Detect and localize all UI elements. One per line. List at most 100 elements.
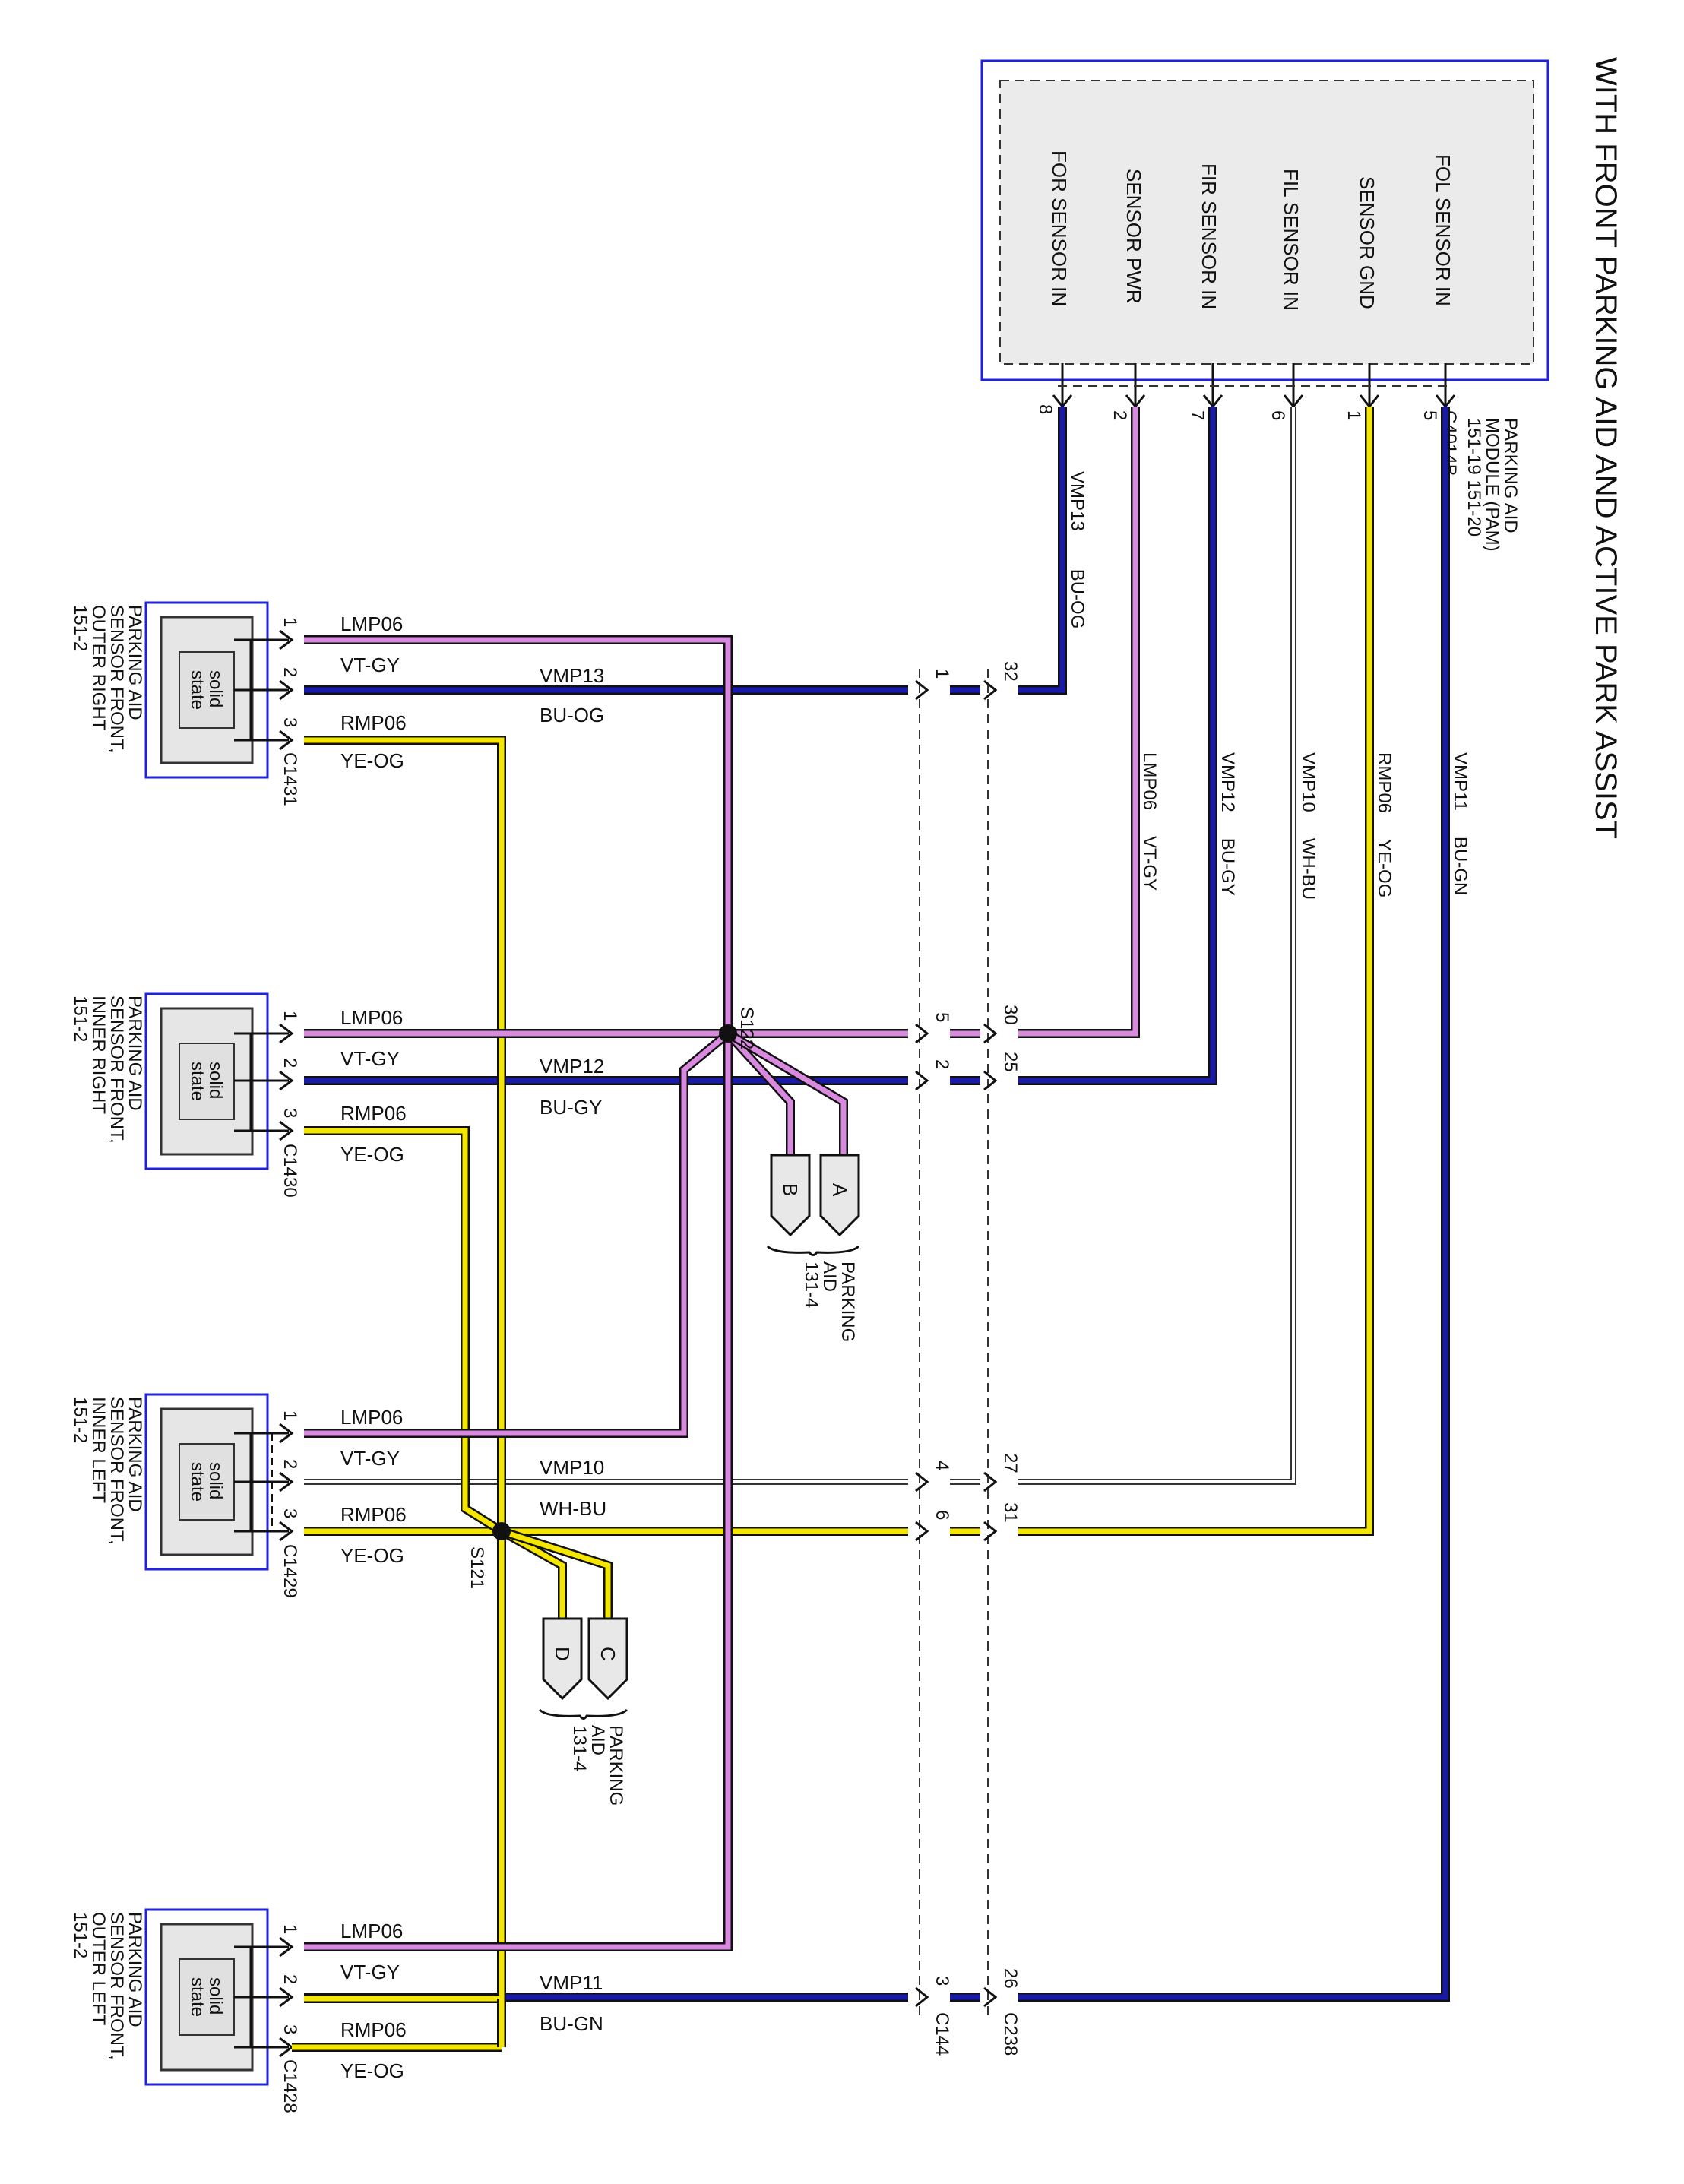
c144-pin-4: 4 xyxy=(932,1461,952,1470)
sensor-inner-left-name-3: INNER LEFT xyxy=(88,1397,109,1503)
reference-flag-d: D xyxy=(551,1647,574,1661)
sensor-outer-left-w2-color: BU-GN xyxy=(540,2012,603,2035)
c144-label: C144 xyxy=(932,2012,952,2056)
vwire-label-vmp10: VMP10WH-BU xyxy=(1298,752,1318,900)
sensor-inner-right-w3-circuit: RMP06 xyxy=(340,1102,407,1125)
reference-flag-c: C xyxy=(597,1647,619,1661)
diagram-title: WITH FRONT PARKING AID AND ACTIVE PARK A… xyxy=(1589,57,1622,839)
sensor-inner-right-w1-color: VT-GY xyxy=(340,1047,400,1070)
module-pin-1: 1 xyxy=(1344,410,1364,420)
sensor-outer-right-ss-1: solid xyxy=(205,670,226,707)
sensor-outer-right-w2-color: BU-OG xyxy=(540,704,604,726)
c144-pin-5: 5 xyxy=(932,1012,952,1022)
sensor-inner-right-name-2: SENSOR FRONT, xyxy=(106,995,127,1144)
sensor-inner-left-name-2: SENSOR FRONT, xyxy=(106,1397,127,1545)
sensor-inner-right-w1-circuit: LMP06 xyxy=(340,1006,403,1029)
sensor-inner-left-name-1: PARKING AID xyxy=(125,1397,145,1512)
sensor-inner-left-pin-1: 1 xyxy=(280,1410,300,1420)
sensor-inner-right-name-1: PARKING AID xyxy=(125,995,145,1111)
sensor-inner-left-pin-2: 2 xyxy=(280,1459,300,1469)
sensor-wire-stubs xyxy=(292,1999,506,2052)
wire-vmp10 xyxy=(304,407,1296,1485)
sensor-outer-right-name-3: OUTER RIGHT xyxy=(88,605,109,731)
reference-ab-line-3: 131-4 xyxy=(801,1261,821,1308)
module-name-line-3: 151-19 151-20 xyxy=(1464,418,1484,537)
sensor-outer-left-name-4: 151-2 xyxy=(70,1912,90,1958)
sensor-inner-right-name-3: INNER RIGHT xyxy=(88,995,109,1114)
sensor-outer-right-name-2: SENSOR FRONT, xyxy=(106,605,127,753)
sensor-outer-right xyxy=(144,601,294,779)
reference-cd-line-2: AID xyxy=(587,1725,608,1755)
module-pin-8: 8 xyxy=(1035,404,1056,414)
module-pin-label-pwr: SENSOR PWR xyxy=(1122,169,1145,304)
reference-flag-a: A xyxy=(828,1183,851,1197)
module-pin-label-for: FOR SENSOR IN xyxy=(1048,150,1071,306)
sensor-outer-left-ss-1: solid xyxy=(205,1977,226,2015)
sensor-outer-left xyxy=(144,1908,294,2086)
sensor-inner-right xyxy=(144,992,294,1170)
sensor-inner-left-w3-color: YE-OG xyxy=(340,1544,404,1567)
reference-flag-b: B xyxy=(779,1183,802,1196)
c238-pin-32: 32 xyxy=(1000,661,1021,682)
c238-pin-31: 31 xyxy=(1000,1502,1021,1523)
sensor-inner-right-connector: C1430 xyxy=(280,1144,300,1198)
module-name-line-1: PARKING AID xyxy=(1500,418,1521,533)
c238-label: C238 xyxy=(1000,2012,1021,2056)
sensor-inner-left xyxy=(144,1393,294,1571)
sensor-inner-right-pin-1: 1 xyxy=(280,1011,300,1021)
c144-pin-2: 2 xyxy=(932,1059,952,1069)
parking-aid-module xyxy=(980,59,1549,381)
sensor-inner-right-ss-1: solid xyxy=(205,1062,226,1099)
sensor-outer-right-pin-1: 1 xyxy=(280,617,300,627)
sensor-inner-right-ss-2: state xyxy=(187,1062,207,1101)
sensor-outer-left-pin-1: 1 xyxy=(280,1924,300,1934)
c238-pin-26: 26 xyxy=(1000,1968,1021,1989)
splice-s122 xyxy=(719,1024,737,1043)
sensor-outer-right-pin-3: 3 xyxy=(280,717,300,727)
sensor-outer-left-name-3: OUTER LEFT xyxy=(88,1912,109,2026)
sensor-inner-left-w2-color: WH-BU xyxy=(540,1497,606,1520)
wire-lmp06 xyxy=(304,407,1140,1951)
sensor-outer-left-pin-3: 3 xyxy=(280,2024,300,2034)
sensor-inner-left-w2-circuit: VMP10 xyxy=(540,1456,604,1479)
c144-pin-6: 6 xyxy=(932,1510,952,1520)
sensor-inner-left-w3-circuit: RMP06 xyxy=(340,1503,407,1526)
sensor-outer-right-ss-2: state xyxy=(187,670,207,710)
sensor-outer-right-name-4: 151-2 xyxy=(70,605,90,651)
sensor-inner-left-pin-3: 3 xyxy=(280,1508,300,1518)
sensor-outer-left-w2-circuit: VMP11 xyxy=(540,1971,603,1994)
splice-s121-label: S121 xyxy=(467,1546,487,1589)
c238-pin-25: 25 xyxy=(1000,1052,1021,1072)
splice-s121 xyxy=(492,1522,511,1540)
sensor-inner-right-w3-color: YE-OG xyxy=(340,1143,404,1166)
reference-cd-line-3: 131-4 xyxy=(569,1725,590,1771)
wire-vmp11 xyxy=(304,407,1450,2002)
module-pin-6: 6 xyxy=(1268,410,1288,420)
c238-pin-27: 27 xyxy=(1000,1453,1021,1473)
sensor-outer-left-ss-2: state xyxy=(187,1977,207,2017)
sensor-inner-right-w2-circuit: VMP12 xyxy=(540,1055,604,1078)
reference-ab-line-1: PARKING xyxy=(837,1261,858,1342)
vwire-label-vmp11: VMP11BU-GN xyxy=(1450,752,1470,895)
module-pin-label-gnd: SENSOR GND xyxy=(1356,176,1379,309)
sensor-outer-left-name-1: PARKING AID xyxy=(125,1912,145,2027)
c238-pin-30: 30 xyxy=(1000,1005,1021,1025)
sensor-inner-left-ss-1: solid xyxy=(205,1462,226,1499)
sensor-outer-left-w1-color: VT-GY xyxy=(340,1961,400,1983)
vwire-label-lmp06: LMP06VT-GY xyxy=(1139,752,1160,891)
sensor-outer-left-w3-circuit: RMP06 xyxy=(340,2018,407,2041)
c144-pin-3: 3 xyxy=(932,1976,952,1986)
module-pin-5: 5 xyxy=(1420,410,1440,420)
inline-connector-arrows xyxy=(915,679,998,2008)
sensor-outer-right-pin-2: 2 xyxy=(280,667,300,677)
splice-s122-label: S122 xyxy=(736,1007,757,1049)
sensor-outer-left-name-2: SENSOR FRONT, xyxy=(106,1912,127,2060)
module-pin-label-fol: FOL SENSOR IN xyxy=(1432,154,1455,306)
module-pin-label-fil: FIL SENSOR IN xyxy=(1280,169,1303,311)
wire-vmp13 xyxy=(304,407,1067,695)
sensor-outer-right-w1-color: VT-GY xyxy=(340,654,400,676)
c144-pin-1: 1 xyxy=(932,669,952,679)
module-pin-label-fir: FIR SENSOR IN xyxy=(1198,163,1220,309)
sensor-outer-right-w3-color: YE-OG xyxy=(340,749,404,772)
inline-connector-outlines xyxy=(919,669,989,2021)
